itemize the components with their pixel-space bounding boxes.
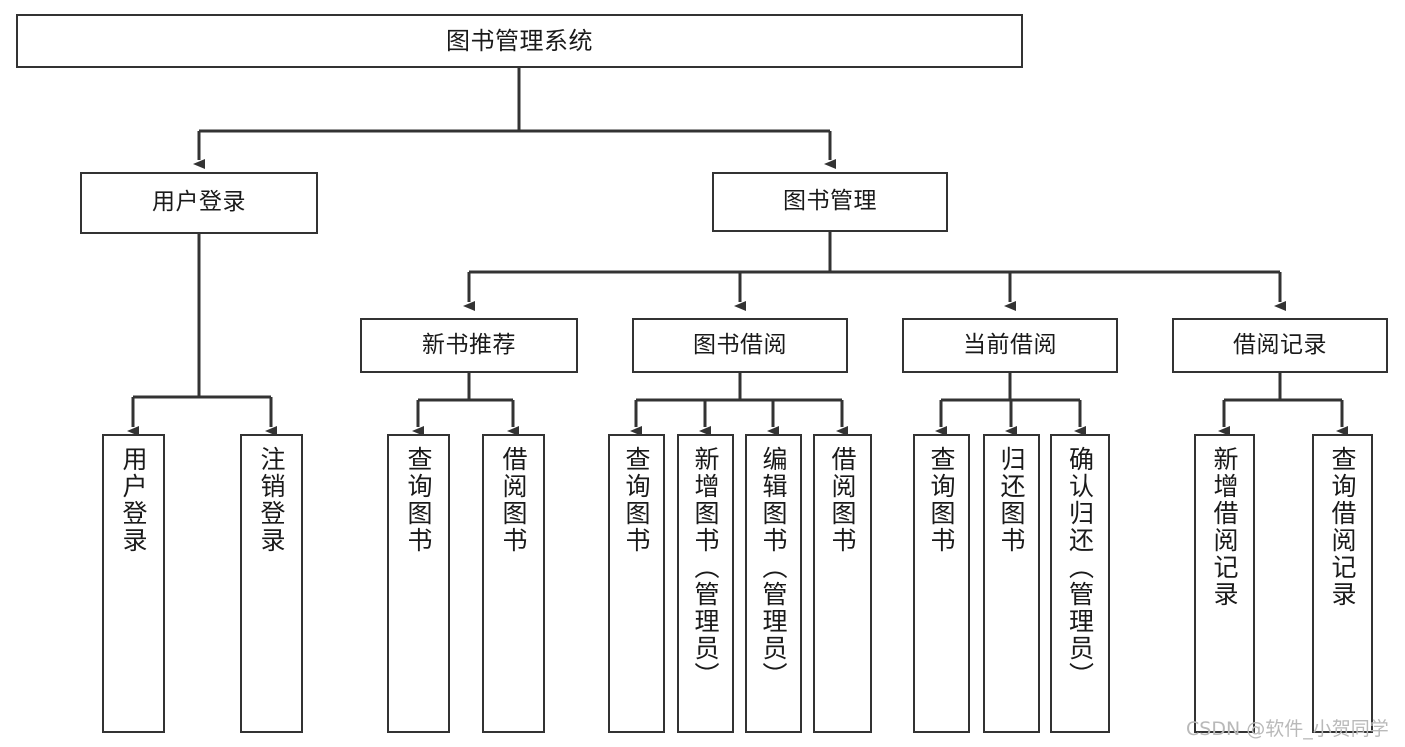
node-root-system-label: 图书管理系统 xyxy=(446,26,593,55)
node-leaf-br-add-record[interactable]: 新增借阅记录 xyxy=(1194,434,1255,733)
node-leaf-bb-borrow-book[interactable]: 借阅图书 xyxy=(813,434,872,733)
node-leaf-logout-label: 注销登录 xyxy=(257,446,286,554)
node-borrow-record-label: 借阅记录 xyxy=(1233,331,1327,358)
node-leaf-nb-query-book-label: 查询图书 xyxy=(404,446,433,554)
node-leaf-cb-return-book-label: 归还图书 xyxy=(997,446,1026,554)
node-leaf-nb-borrow-book-label: 借阅图书 xyxy=(499,446,528,554)
csdn-watermark: CSDN @软件_小贺同学 xyxy=(1186,718,1389,740)
node-leaf-br-add-record-label: 新增借阅记录 xyxy=(1210,446,1239,608)
node-leaf-bb-add-book[interactable]: 新增图书（管理员） xyxy=(677,434,734,733)
node-root-system[interactable]: 图书管理系统 xyxy=(16,14,1023,68)
node-leaf-bb-query-book[interactable]: 查询图书 xyxy=(608,434,665,733)
node-leaf-user-login-label: 用户登录 xyxy=(119,446,148,554)
node-leaf-bb-query-book-label: 查询图书 xyxy=(622,446,651,554)
node-leaf-nb-query-book[interactable]: 查询图书 xyxy=(387,434,450,733)
node-leaf-bb-add-book-label: 新增图书（管理员） xyxy=(691,446,720,689)
node-leaf-cb-query-book-label: 查询图书 xyxy=(927,446,956,554)
node-current-borrow[interactable]: 当前借阅 xyxy=(902,318,1118,373)
node-user-login-label: 用户登录 xyxy=(152,189,246,216)
node-book-borrow[interactable]: 图书借阅 xyxy=(632,318,848,373)
node-book-management-label: 图书管理 xyxy=(783,188,877,215)
node-leaf-br-query-record-label: 查询借阅记录 xyxy=(1328,446,1357,608)
node-new-book-recommend-label: 新书推荐 xyxy=(422,331,516,358)
node-leaf-bb-edit-book[interactable]: 编辑图书（管理员） xyxy=(745,434,802,733)
node-leaf-nb-borrow-book[interactable]: 借阅图书 xyxy=(482,434,545,733)
node-book-management[interactable]: 图书管理 xyxy=(712,172,948,232)
node-leaf-logout[interactable]: 注销登录 xyxy=(240,434,303,733)
node-book-borrow-label: 图书借阅 xyxy=(693,331,787,358)
node-leaf-user-login[interactable]: 用户登录 xyxy=(102,434,165,733)
node-leaf-br-query-record[interactable]: 查询借阅记录 xyxy=(1312,434,1373,733)
node-borrow-record[interactable]: 借阅记录 xyxy=(1172,318,1388,373)
node-leaf-cb-confirm-return-label: 确认归还（管理员） xyxy=(1065,446,1095,689)
node-leaf-cb-return-book[interactable]: 归还图书 xyxy=(983,434,1040,733)
node-leaf-bb-borrow-book-label: 借阅图书 xyxy=(828,446,857,554)
node-leaf-cb-query-book[interactable]: 查询图书 xyxy=(913,434,970,733)
node-user-login[interactable]: 用户登录 xyxy=(80,172,318,234)
node-leaf-bb-edit-book-label: 编辑图书（管理员） xyxy=(759,446,788,689)
node-leaf-cb-confirm-return[interactable]: 确认归还（管理员） xyxy=(1050,434,1110,733)
node-current-borrow-label: 当前借阅 xyxy=(963,331,1057,358)
node-new-book-recommend[interactable]: 新书推荐 xyxy=(360,318,578,373)
